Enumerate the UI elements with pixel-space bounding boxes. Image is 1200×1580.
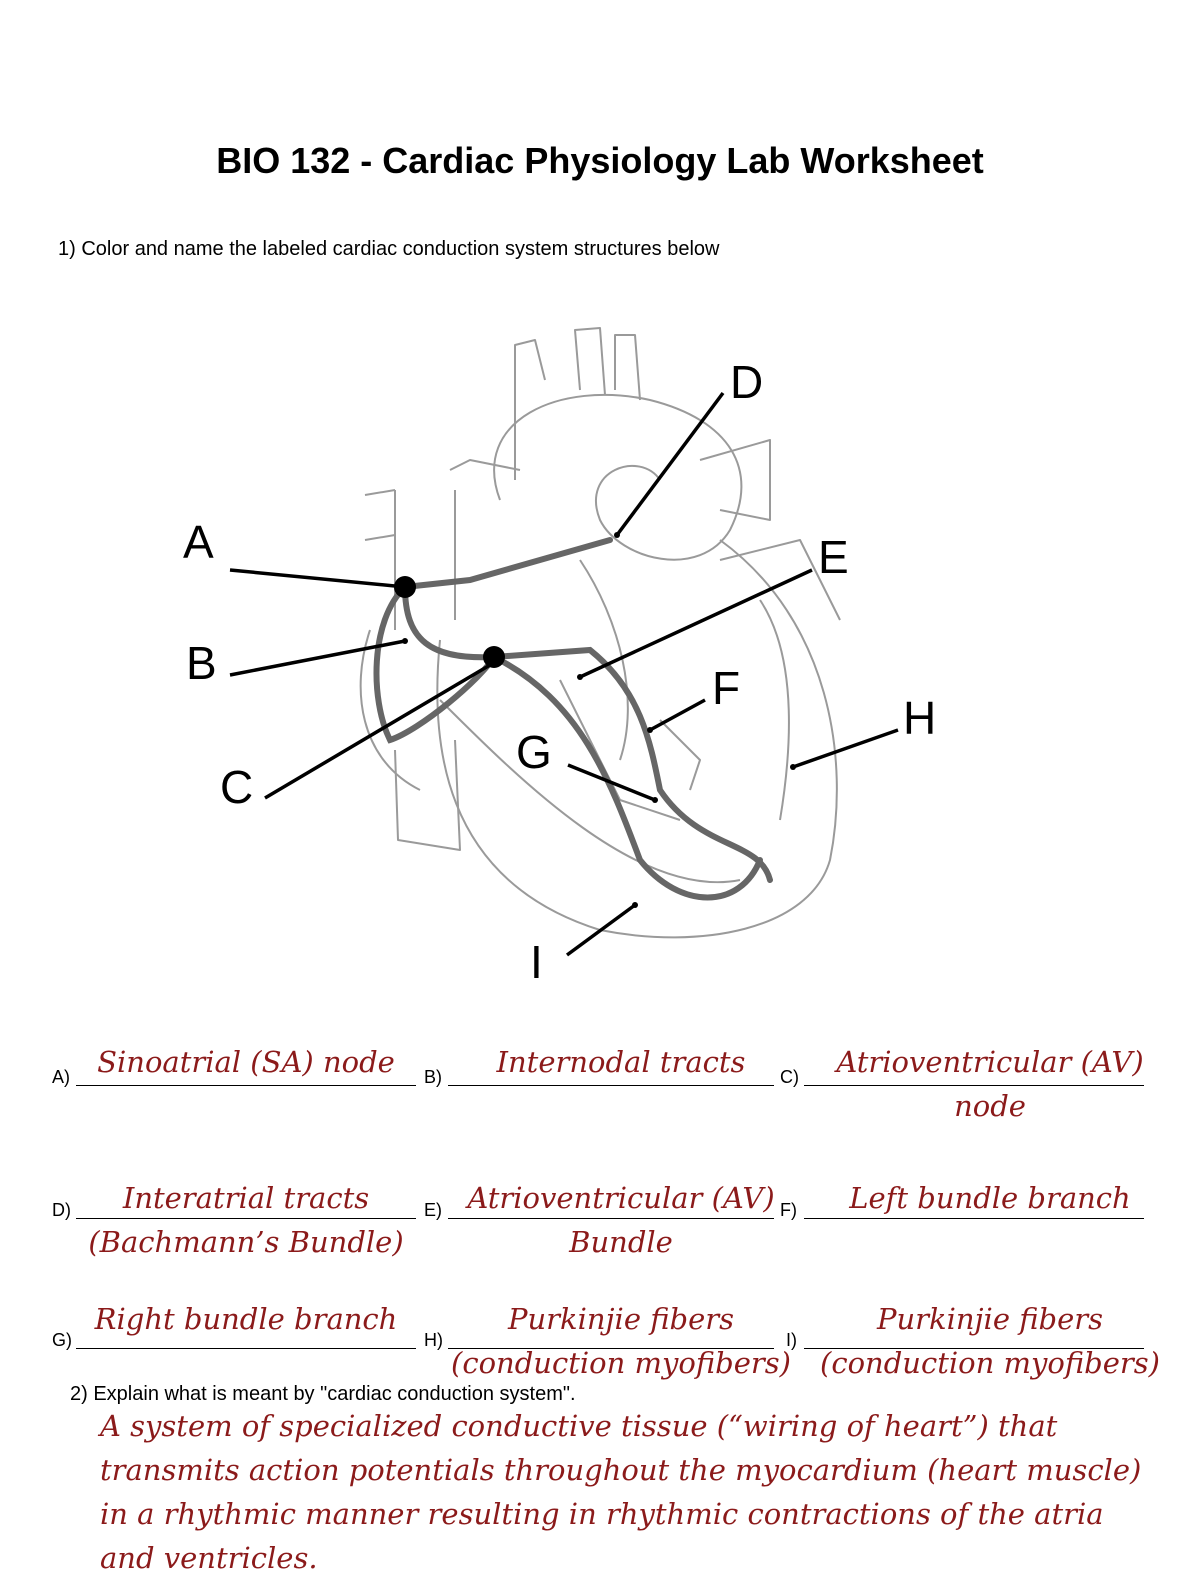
answer-h-text-line2: (conduction myofibers) (451, 1346, 791, 1380)
answer-i-prefix: I) (786, 1330, 797, 1350)
answer-e-text: Atrioventricular (AV) (467, 1181, 775, 1215)
worksheet-title: BIO 132 - Cardiac Physiology Lab Workshe… (216, 140, 984, 181)
answer-e-prefix: E) (424, 1200, 442, 1220)
answer-d-prefix: D) (52, 1200, 71, 1220)
question-2-prompt: 2) Explain what is meant by "cardiac con… (70, 1383, 576, 1405)
diagram-label-e: E (818, 531, 849, 583)
answer-i-text-line2: (conduction myofibers) (820, 1346, 1160, 1380)
answer-a-text: Sinoatrial (SA) node (97, 1045, 395, 1079)
answer-g-prefix: G) (52, 1330, 72, 1350)
answer-f-text: Left bundle branch (849, 1181, 1131, 1215)
answer-f-prefix: F) (780, 1200, 797, 1220)
answer-d-text: Interatrial tracts (122, 1181, 370, 1215)
answer-a-line (76, 1085, 416, 1086)
av-node-marker (483, 646, 505, 668)
conduction-pathway (373, 537, 773, 901)
diagram-label-g: G (516, 726, 552, 778)
answer-g-text: Right bundle branch (94, 1302, 398, 1336)
answer-d-text-line2: (Bachmann’s Bundle) (88, 1225, 404, 1259)
diagram-label-d: D (730, 356, 763, 408)
answer-c-text-line2: node (954, 1089, 1026, 1123)
answer-d-line (76, 1218, 416, 1219)
leader-lines (229, 391, 899, 957)
answer-i-text: Purkinjie fibers (876, 1302, 1104, 1336)
sa-node-marker (394, 576, 416, 598)
diagram-label-f: F (712, 662, 740, 714)
question-1-instruction: 1) Color and name the labeled cardiac co… (58, 238, 720, 260)
answer-e-text-line2: Bundle (569, 1225, 673, 1259)
question-2-answer: A system of specialized conductive tissu… (100, 1409, 1142, 1575)
answer-i-line (804, 1348, 1144, 1349)
diagram-label-h: H (903, 692, 936, 744)
answer-b-line (448, 1085, 774, 1086)
answer-g-line (76, 1348, 416, 1349)
answer-b-prefix: B) (424, 1067, 442, 1087)
answer-c-line (804, 1085, 1144, 1086)
diagram-label-a: A (183, 516, 214, 568)
answer-h-text: Purkinjie fibers (507, 1302, 735, 1336)
answer-a-prefix: A) (52, 1067, 70, 1087)
answer-c-prefix: C) (780, 1067, 799, 1087)
answer-f-line (804, 1218, 1144, 1219)
answer-c-text: Atrioventricular (AV) (836, 1045, 1144, 1079)
diagram-label-i: I (530, 936, 543, 988)
diagram-label-c: C (220, 761, 253, 813)
heart-outline-drawing (359, 327, 841, 939)
answer-b-text: Internodal tracts (496, 1045, 746, 1079)
answer-e-line (448, 1218, 774, 1219)
heart-conduction-diagram: A B C D E F G H I (183, 327, 936, 988)
answer-h-line (448, 1348, 774, 1349)
answer-h-prefix: H) (424, 1330, 443, 1350)
diagram-label-b: B (186, 637, 217, 689)
